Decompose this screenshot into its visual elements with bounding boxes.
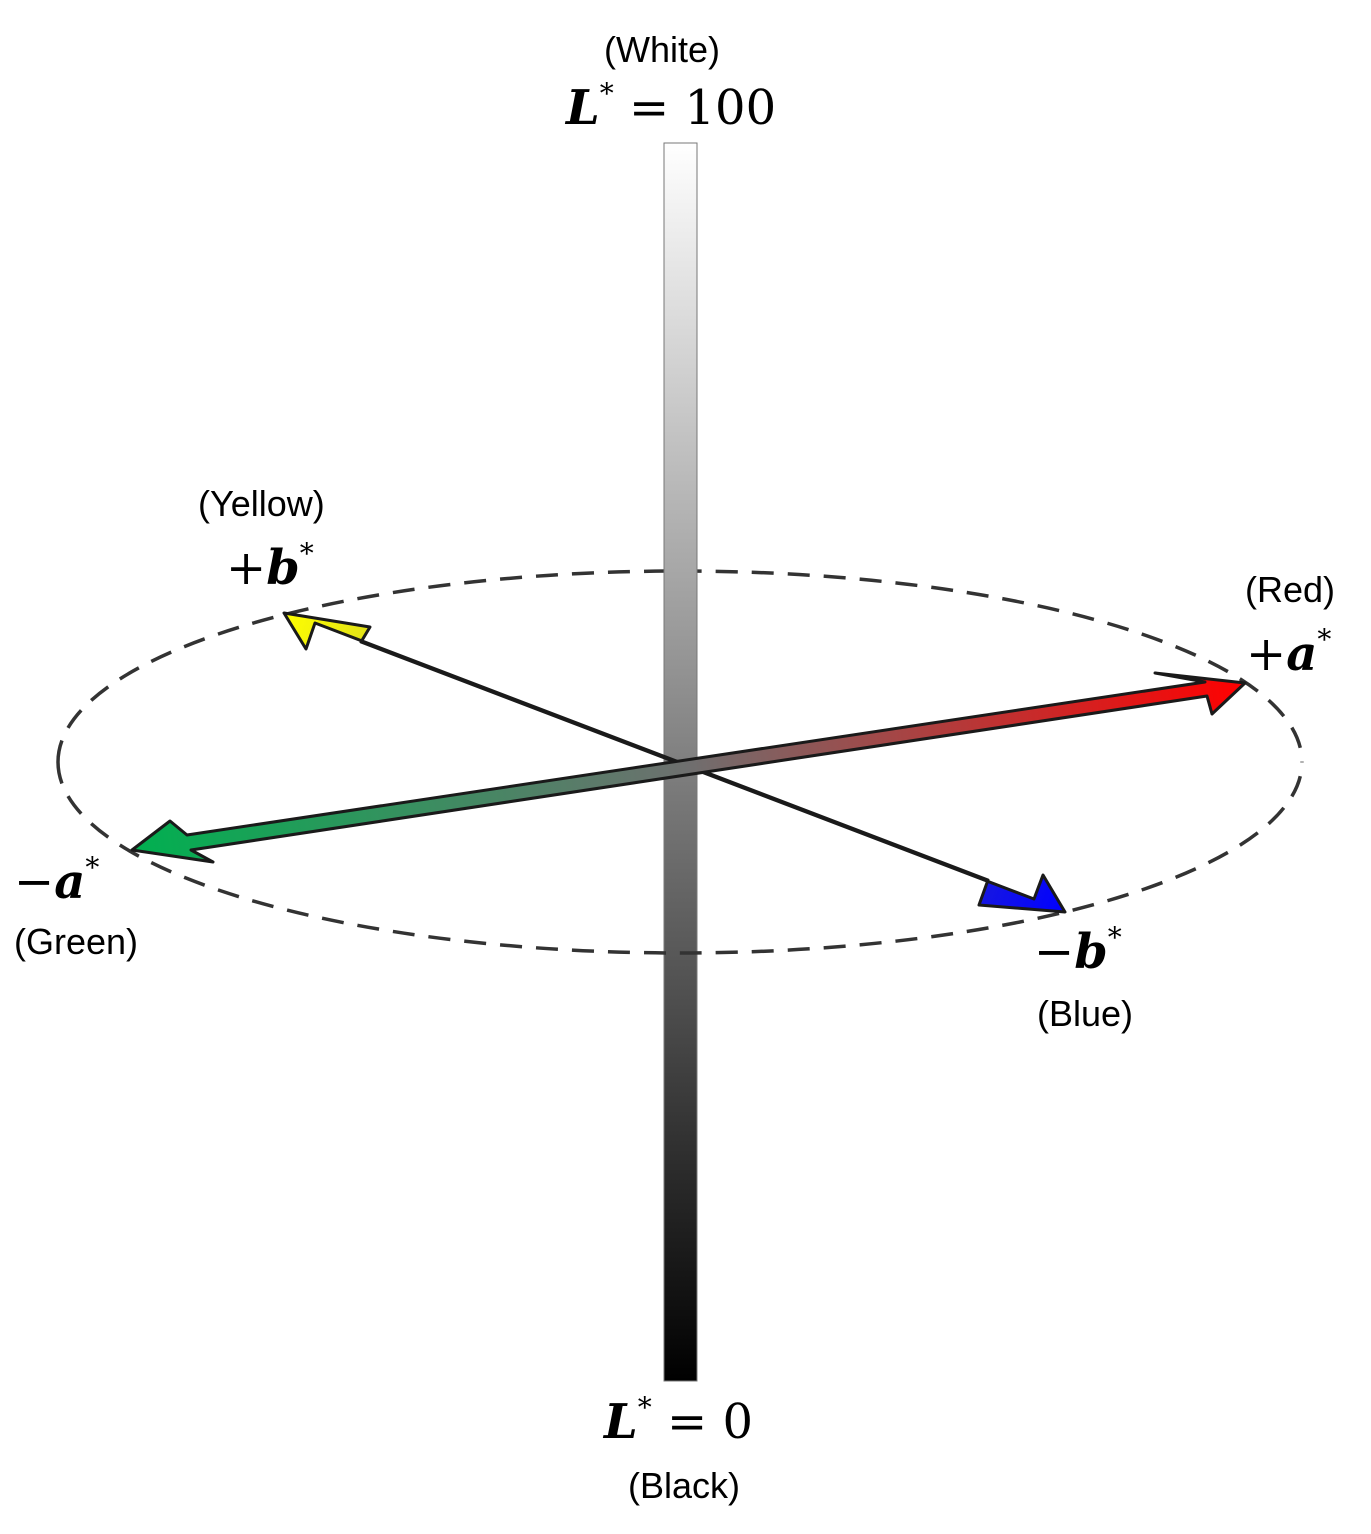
b-variable-positive: b (266, 540, 300, 596)
b-variable-negative: b (1074, 924, 1108, 980)
negative-b-sign: − (1034, 924, 1075, 980)
l-value-100: = 100 (629, 80, 777, 136)
positive-b-star-label: +b* (226, 540, 314, 593)
a-variable-positive: a (1286, 626, 1318, 682)
green-label: (Green) (14, 921, 139, 962)
a-axis-double-arrow (130, 671, 1247, 864)
blue-label: (Blue) (1037, 993, 1134, 1034)
negative-a-sign: − (14, 854, 55, 910)
a-star-superscript-negative: * (85, 851, 100, 884)
l-variable-top: L (566, 80, 600, 136)
positive-a-star-label: +a* (1246, 626, 1331, 679)
red-label: (Red) (1245, 569, 1336, 610)
positive-a-sign: + (1246, 626, 1287, 682)
b-star-superscript-positive: * (299, 537, 314, 570)
yellow-label: (Yellow) (198, 483, 325, 524)
negative-b-star-label: −b* (1034, 924, 1122, 977)
l-star-0-label: L* = 0 (604, 1394, 753, 1447)
b-axis-double-arrow (282, 611, 1067, 914)
a-variable-negative: a (54, 854, 86, 910)
positive-b-sign: + (226, 540, 267, 596)
l-star-100-label: L* = 100 (566, 80, 776, 133)
l-value-0: = 0 (667, 1394, 754, 1450)
negative-a-star-label: −a* (14, 854, 99, 907)
ellipse-front-half (56, 761, 1304, 955)
black-label: (Black) (628, 1465, 741, 1506)
b-star-superscript-negative: * (1107, 921, 1122, 954)
a-star-superscript-positive: * (1317, 623, 1332, 656)
l-variable-bottom: L (604, 1394, 638, 1450)
l-star-superscript-bottom: * (637, 1391, 652, 1424)
l-star-superscript-top: * (599, 77, 614, 110)
white-label: (White) (604, 29, 720, 70)
